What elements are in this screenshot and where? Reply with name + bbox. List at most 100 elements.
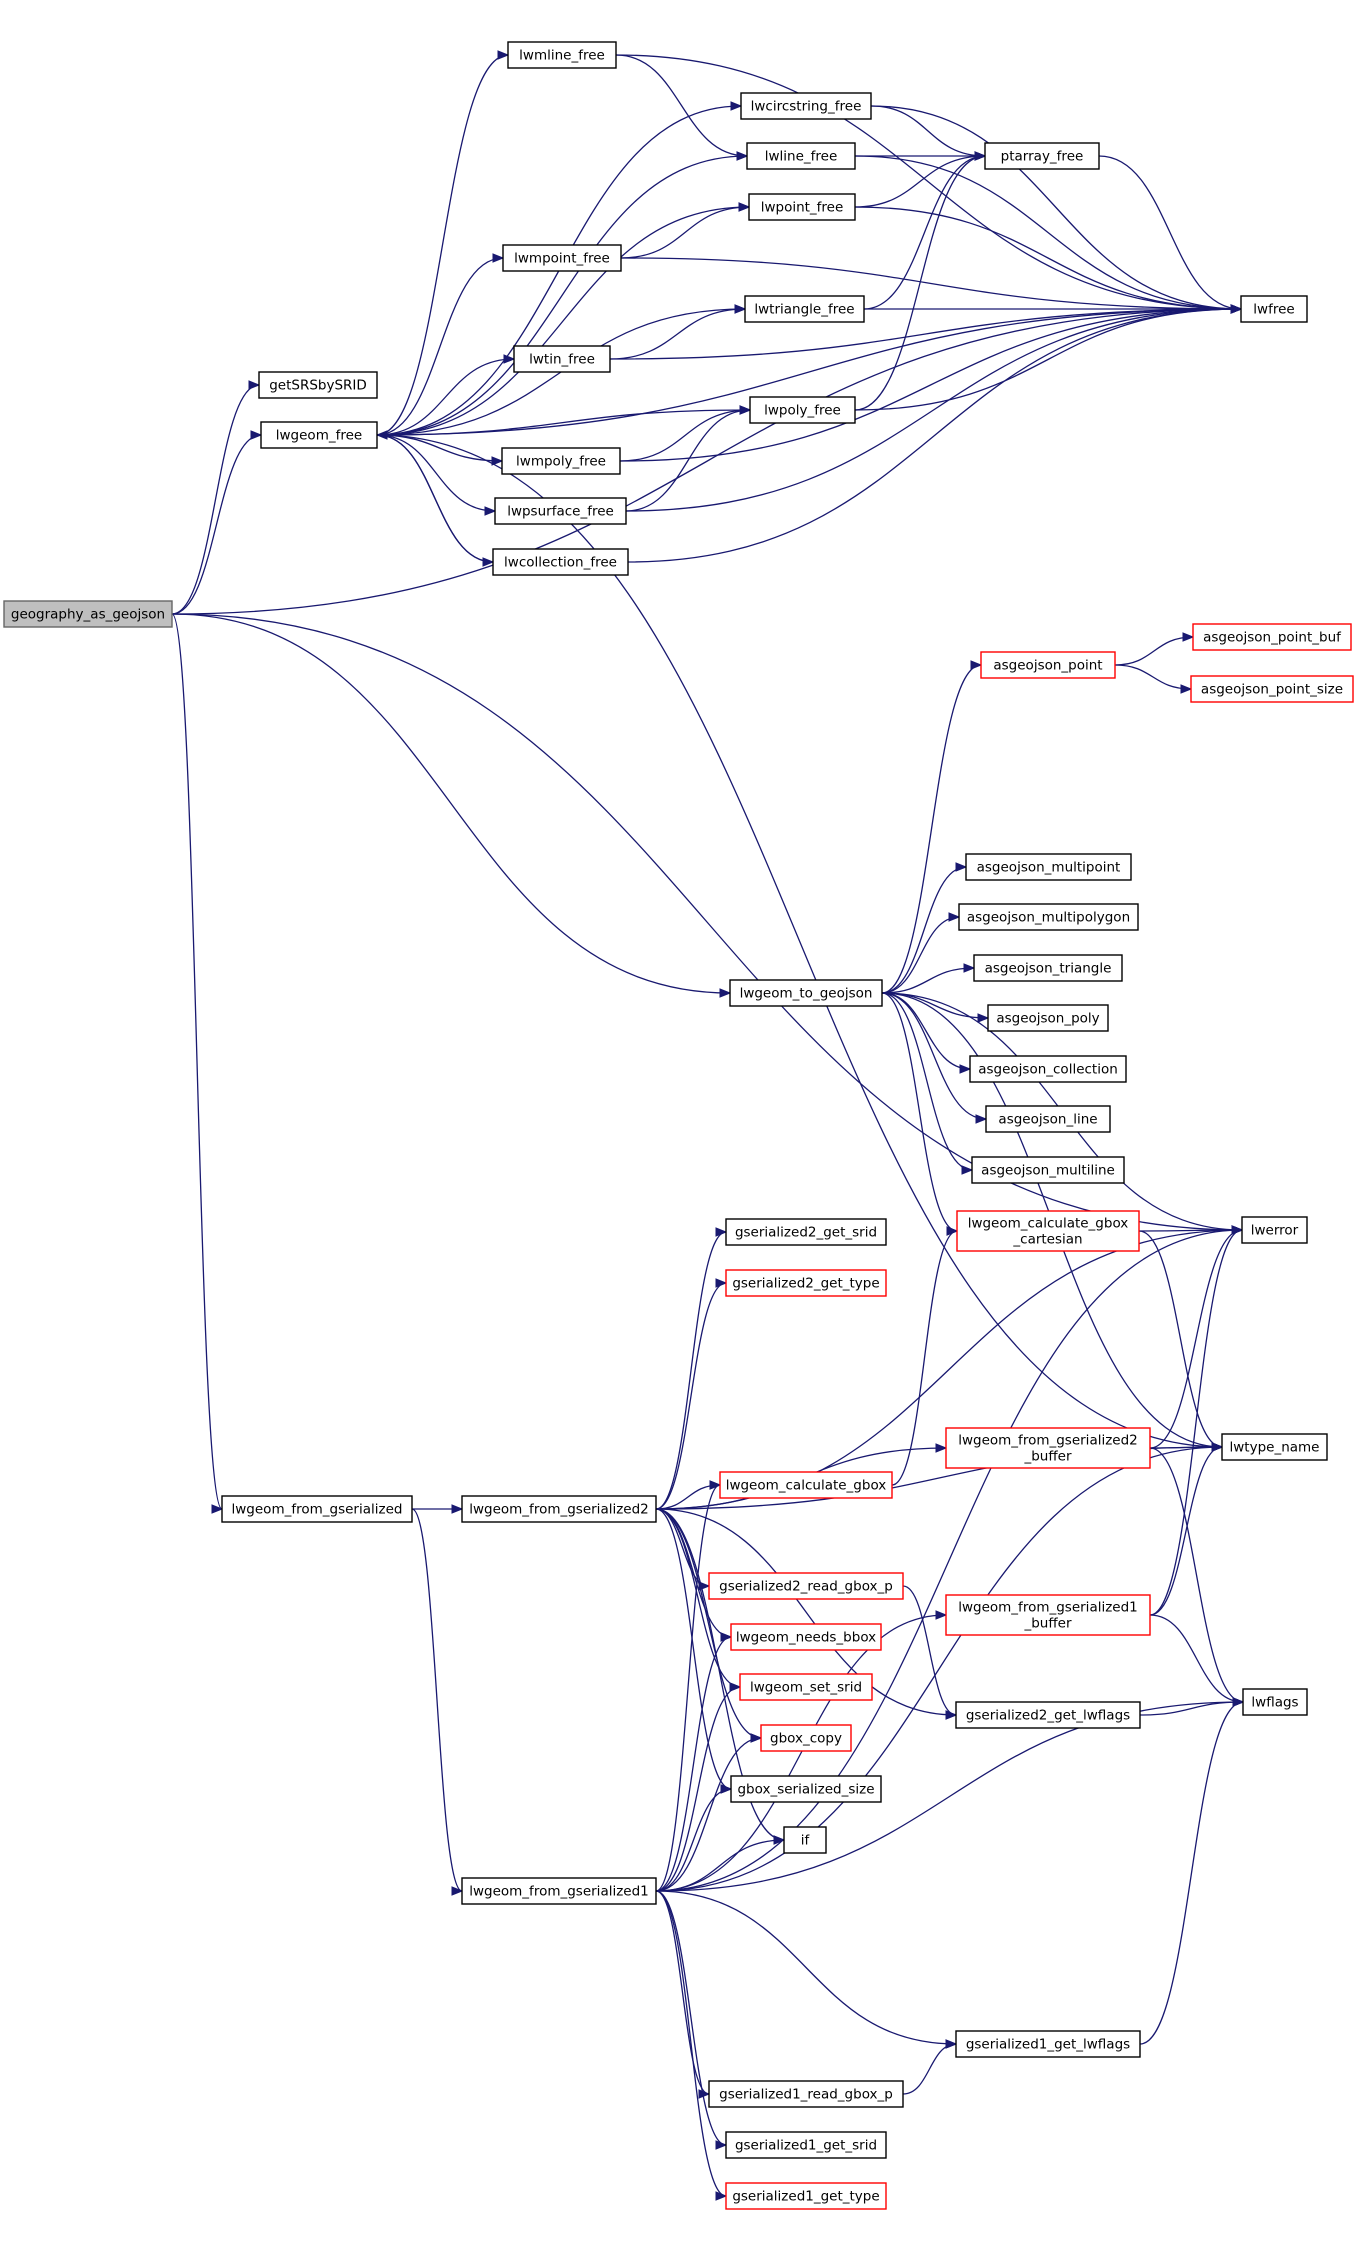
node-box-lwgeom-from-gserialized2[interactable] <box>461 1495 657 1523</box>
node-lwpoint-free[interactable]: lwpoint_free <box>748 193 856 221</box>
node-box-asgeojson-triangle[interactable] <box>973 954 1123 982</box>
node-box-lwerror[interactable] <box>1241 1216 1308 1244</box>
node-box-gserialized2-get-lwflags[interactable] <box>955 1701 1141 1729</box>
node-box-asgeojson-multipolygon[interactable] <box>958 903 1139 931</box>
node-box-lwgeom-needs-bbox[interactable] <box>730 1623 882 1651</box>
node-asgeojson-point-size[interactable]: asgeojson_point_size <box>1190 675 1354 703</box>
node-box-asgeojson-multiline[interactable] <box>971 1156 1125 1184</box>
node-box-lwmline-free[interactable] <box>507 41 617 69</box>
node-box-lwcircstring-free[interactable] <box>740 92 872 120</box>
node-gbox-copy[interactable]: gbox_copy <box>760 1724 852 1752</box>
node-box-asgeojson-point-size[interactable] <box>1190 675 1354 703</box>
node-box-lwgeom-from-gserialized1-buffer[interactable] <box>945 1594 1151 1636</box>
node-box-lwfree[interactable] <box>1240 295 1308 323</box>
node-lwgeom-from-gserialized[interactable]: lwgeom_from_gserialized <box>221 1495 413 1523</box>
node-lwgeom-to-geojson[interactable]: lwgeom_to_geojson <box>729 979 883 1007</box>
node-lwtin-free[interactable]: lwtin_free <box>513 345 611 373</box>
node-lwgeom-calculate-gbox-cartesian[interactable]: lwgeom_calculate_gbox_cartesian <box>956 1210 1140 1252</box>
node-lwtype-name[interactable]: lwtype_name <box>1221 1433 1328 1461</box>
node-asgeojson-poly[interactable]: asgeojson_poly <box>987 1004 1109 1032</box>
node-box-lwcollection-free[interactable] <box>492 548 629 576</box>
node-box-if[interactable] <box>783 1826 827 1854</box>
node-lwline-free[interactable]: lwline_free <box>746 142 856 170</box>
node-lwgeom-from-gserialized1-buffer[interactable]: lwgeom_from_gserialized1_buffer <box>945 1594 1151 1636</box>
node-gserialized1-read-gbox-p[interactable]: gserialized1_read_gbox_p <box>708 2080 904 2108</box>
node-box-lwgeom-calculate-gbox[interactable] <box>719 1471 893 1499</box>
node-lwgeom-from-gserialized2-buffer[interactable]: lwgeom_from_gserialized2_buffer <box>945 1427 1151 1469</box>
node-lwgeom-free[interactable]: lwgeom_free <box>260 421 378 449</box>
node-box-lwpoint-free[interactable] <box>748 193 856 221</box>
node-gserialized2-get-srid[interactable]: gserialized2_get_srid <box>725 1218 887 1246</box>
node-box-lwtin-free[interactable] <box>513 345 611 373</box>
node-lwgeom-calculate-gbox[interactable]: lwgeom_calculate_gbox <box>719 1471 893 1499</box>
node-box-gserialized1-get-type[interactable] <box>725 2182 887 2210</box>
node-box-lwgeom-set-srid[interactable] <box>739 1673 873 1701</box>
node-lwfree[interactable]: lwfree <box>1240 295 1308 323</box>
node-box-asgeojson-collection[interactable] <box>969 1055 1127 1083</box>
node-box-asgeojson-poly[interactable] <box>987 1004 1109 1032</box>
node-box-lwtriangle-free[interactable] <box>744 295 865 323</box>
node-box-lwmpoly-free[interactable] <box>501 447 621 475</box>
node-box-ptarray-free[interactable] <box>984 142 1100 170</box>
node-geography-as-geojson[interactable]: geography_as_geojson <box>3 600 173 628</box>
node-box-lwgeom-from-gserialized2-buffer[interactable] <box>945 1427 1151 1469</box>
node-asgeojson-point[interactable]: asgeojson_point <box>980 651 1116 679</box>
node-gserialized2-read-gbox-p[interactable]: gserialized2_read_gbox_p <box>708 1572 904 1600</box>
node-asgeojson-point-buf[interactable]: asgeojson_point_buf <box>1192 623 1352 651</box>
node-box-lwgeom-from-gserialized[interactable] <box>221 1495 413 1523</box>
node-getsrsbysrid[interactable]: getSRSbySRID <box>258 371 378 399</box>
node-box-lwmpoint-free[interactable] <box>502 244 622 272</box>
node-lwpoly-free[interactable]: lwpoly_free <box>749 396 856 424</box>
node-box-lwline-free[interactable] <box>746 142 856 170</box>
node-lwcircstring-free[interactable]: lwcircstring_free <box>740 92 872 120</box>
node-lwpsurface-free[interactable]: lwpsurface_free <box>494 497 627 525</box>
node-box-lwpsurface-free[interactable] <box>494 497 627 525</box>
node-box-gserialized1-read-gbox-p[interactable] <box>708 2080 904 2108</box>
node-box-asgeojson-multipoint[interactable] <box>965 853 1132 881</box>
node-lwgeom-needs-bbox[interactable]: lwgeom_needs_bbox <box>730 1623 882 1651</box>
node-ptarray-free[interactable]: ptarray_free <box>984 142 1100 170</box>
node-box-lwgeom-free[interactable] <box>260 421 378 449</box>
node-gserialized1-get-srid[interactable]: gserialized1_get_srid <box>725 2131 887 2159</box>
node-box-gserialized1-get-lwflags[interactable] <box>955 2030 1141 2058</box>
node-box-gbox-copy[interactable] <box>760 1724 852 1752</box>
node-lwerror[interactable]: lwerror <box>1241 1216 1308 1244</box>
node-gserialized1-get-type[interactable]: gserialized1_get_type <box>725 2182 887 2210</box>
node-gserialized2-get-lwflags[interactable]: gserialized2_get_lwflags <box>955 1701 1141 1729</box>
node-asgeojson-multipolygon[interactable]: asgeojson_multipolygon <box>958 903 1139 931</box>
node-lwmline-free[interactable]: lwmline_free <box>507 41 617 69</box>
node-lwtriangle-free[interactable]: lwtriangle_free <box>744 295 865 323</box>
node-box-lwgeom-from-gserialized1[interactable] <box>461 1877 657 1905</box>
node-box-gserialized2-get-srid[interactable] <box>725 1218 887 1246</box>
node-box-gserialized1-get-srid[interactable] <box>725 2131 887 2159</box>
node-box-getsrsbysrid[interactable] <box>258 371 378 399</box>
node-if[interactable]: if <box>783 1826 827 1854</box>
node-lwgeom-set-srid[interactable]: lwgeom_set_srid <box>739 1673 873 1701</box>
node-lwmpoly-free[interactable]: lwmpoly_free <box>501 447 621 475</box>
node-box-lwflags[interactable] <box>1242 1688 1308 1716</box>
node-box-geography-as-geojson[interactable] <box>3 600 173 628</box>
node-gserialized2-get-type[interactable]: gserialized2_get_type <box>725 1269 887 1297</box>
node-box-asgeojson-point[interactable] <box>980 651 1116 679</box>
node-box-asgeojson-line[interactable] <box>985 1105 1111 1133</box>
node-lwgeom-from-gserialized1[interactable]: lwgeom_from_gserialized1 <box>461 1877 657 1905</box>
node-box-gserialized2-get-type[interactable] <box>725 1269 887 1297</box>
node-asgeojson-collection[interactable]: asgeojson_collection <box>969 1055 1127 1083</box>
node-asgeojson-multipoint[interactable]: asgeojson_multipoint <box>965 853 1132 881</box>
node-lwmpoint-free[interactable]: lwmpoint_free <box>502 244 622 272</box>
node-gbox-serialized-size[interactable]: gbox_serialized_size <box>730 1775 882 1803</box>
node-box-gbox-serialized-size[interactable] <box>730 1775 882 1803</box>
node-asgeojson-multiline[interactable]: asgeojson_multiline <box>971 1156 1125 1184</box>
node-box-lwgeom-to-geojson[interactable] <box>729 979 883 1007</box>
node-gserialized1-get-lwflags[interactable]: gserialized1_get_lwflags <box>955 2030 1141 2058</box>
node-box-lwgeom-calculate-gbox-cartesian[interactable] <box>956 1210 1140 1252</box>
node-asgeojson-triangle[interactable]: asgeojson_triangle <box>973 954 1123 982</box>
node-box-gserialized2-read-gbox-p[interactable] <box>708 1572 904 1600</box>
node-box-lwpoly-free[interactable] <box>749 396 856 424</box>
node-lwflags[interactable]: lwflags <box>1242 1688 1308 1716</box>
node-asgeojson-line[interactable]: asgeojson_line <box>985 1105 1111 1133</box>
node-box-lwtype-name[interactable] <box>1221 1433 1328 1461</box>
node-lwcollection-free[interactable]: lwcollection_free <box>492 548 629 576</box>
node-box-asgeojson-point-buf[interactable] <box>1192 623 1352 651</box>
node-lwgeom-from-gserialized2[interactable]: lwgeom_from_gserialized2 <box>461 1495 657 1523</box>
